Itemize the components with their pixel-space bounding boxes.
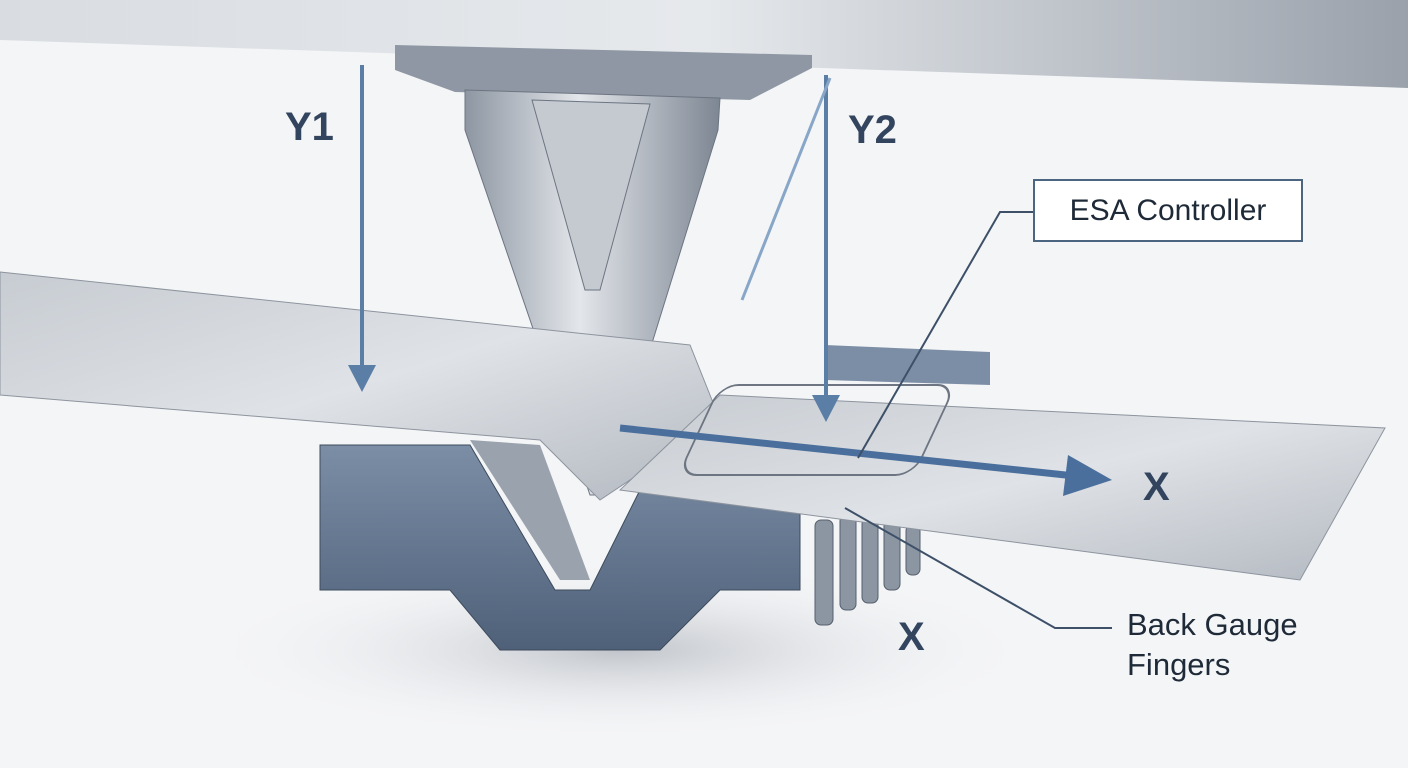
back-gauge-leader-line	[844, 507, 1112, 629]
punch-cutout	[531, 99, 651, 291]
x-label-gauge: X	[898, 615, 925, 659]
y1-label: Y1	[285, 105, 334, 149]
esa-leader-line	[857, 211, 1033, 459]
y1-arrow	[348, 65, 376, 392]
back-gauge-fingers	[814, 514, 921, 626]
back-gauge-line2: Fingers	[1127, 647, 1231, 682]
x-label-main: X	[1143, 465, 1170, 509]
sheet-right	[618, 394, 1386, 581]
x-arrow	[619, 424, 1112, 496]
punch-holder	[395, 45, 812, 100]
sheet-bend	[470, 440, 590, 580]
esa-controller-callout: ESA Controller	[1033, 179, 1303, 242]
y2-arrow	[740, 75, 840, 422]
back-gauge-block	[825, 345, 990, 385]
back-gauge-callout: Back Gauge Fingers	[1127, 605, 1298, 685]
controller-pad	[683, 384, 951, 476]
y2-label: Y2	[848, 108, 897, 152]
back-gauge-line1: Back Gauge	[1127, 607, 1298, 642]
upper-beam	[0, 0, 1408, 88]
